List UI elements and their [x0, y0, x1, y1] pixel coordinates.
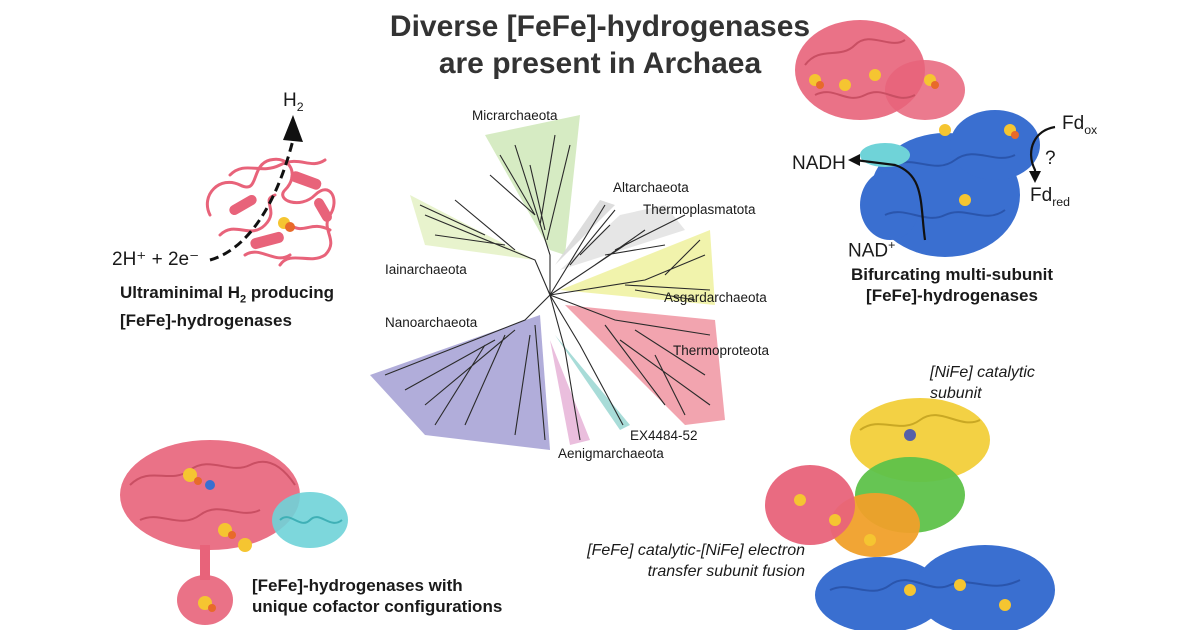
nad-base: NAD: [848, 240, 889, 262]
fd-ox-label: Fdox: [1062, 113, 1097, 137]
clade-label-iainarchaeota: Iainarchaeota: [385, 262, 467, 277]
clade-label-thermoproteota: Thermoproteota: [673, 343, 770, 358]
clade-wedge-micrarchaeota: [485, 115, 580, 255]
clade-label-aenigmarchaeota: Aenigmarchaeota: [558, 446, 664, 461]
fd-red-base: Fd: [1030, 185, 1053, 206]
clade-wedge-asgardarchaeota: [560, 230, 715, 305]
clade-label-nanoarchaeota: Nanoarchaeota: [385, 315, 478, 330]
ultraminimal-caption-line1: Ultraminimal H2 producing: [120, 282, 334, 310]
proton-electron-label: 2H⁺ + 2e⁻: [112, 249, 200, 270]
nad-plus-label: NAD+: [848, 238, 895, 262]
clade-wedge-thermoplasmatota: [560, 205, 685, 270]
caption-sub: 2: [239, 293, 247, 306]
nife-catalytic-label: [NiFe] catalytic subunit: [930, 362, 1035, 404]
title-line-1: Diverse [FeFe]-hydrogenases: [389, 10, 811, 43]
ultraminimal-caption-line2: [FeFe]-hydrogenases: [120, 311, 292, 331]
unique-cofactor-caption-line1: [FeFe]-hydrogenases with: [252, 576, 463, 595]
bifurcating-caption: Bifurcating multi-subunit [FeFe]-hydroge…: [832, 264, 1072, 306]
clade-wedge-thermoproteota: [565, 305, 725, 425]
figure-title: Diverse [FeFe]-hydrogenases are present …: [300, 8, 900, 82]
bifurcation-arrows: [848, 125, 1056, 241]
fd-ox-sub: ox: [1084, 122, 1098, 137]
nife-label-line2: subunit: [930, 385, 982, 402]
ultraminimal-caption: Ultraminimal H2 producing [FeFe]-hydroge…: [120, 282, 334, 331]
clade-wedge-ex4484: [555, 335, 630, 430]
clade-wedge-altarchaeota: [555, 200, 615, 265]
clade-label-thermoplasmatota: Thermoplasmatota: [643, 202, 756, 217]
unique-cofactor-caption-line2: unique cofactor configurations: [252, 597, 503, 616]
h2-subscript: 2: [296, 99, 304, 114]
caption-post: producing: [246, 283, 334, 302]
clade-wedge-nanoarchaeota: [370, 315, 550, 450]
clade-label-asgardarchaeota: Asgardarchaeota: [664, 290, 767, 305]
nadh-label: NADH: [792, 153, 846, 174]
bifurcating-caption-line1: Bifurcating multi-subunit: [850, 265, 1054, 284]
fusion-label-line2: transfer subunit fusion: [647, 563, 805, 580]
h2-base: H: [283, 90, 297, 111]
unique-cofactor-hydrogenase-structure: [120, 440, 348, 625]
nife-fefe-fusion-structure: [765, 398, 1055, 630]
archaea-phylogenetic-tree: [370, 115, 725, 450]
bifurcating-caption-line2: [FeFe]-hydrogenases: [866, 286, 1038, 305]
fusion-label: [FeFe] catalytic-[NiFe] electron transfe…: [520, 540, 805, 582]
fd-ox-base: Fd: [1062, 113, 1085, 134]
clade-label-altarchaeota: Altarchaeota: [613, 180, 689, 195]
fd-red-label: Fdred: [1030, 185, 1070, 209]
caption-pre: Ultraminimal H: [120, 283, 240, 302]
question-mark: ?: [1045, 148, 1056, 169]
bifurcating-hydrogenase-structure: [795, 20, 1040, 257]
clade-wedge-iainarchaeota: [410, 195, 535, 260]
unique-cofactor-caption: [FeFe]-hydrogenases with unique cofactor…: [252, 575, 502, 617]
clade-label-ex4484-52: EX4484-52: [630, 428, 698, 443]
ultraminimal-hydrogenase-structure: [205, 157, 336, 267]
reaction-arrow: [209, 115, 303, 262]
nad-sup: +: [888, 238, 896, 252]
fusion-label-line1: [FeFe] catalytic-[NiFe] electron: [587, 542, 805, 559]
nife-label-line1: [NiFe] catalytic: [930, 364, 1035, 381]
fd-red-sub: red: [1052, 194, 1071, 209]
clade-wedge-aenigmarchaeota: [550, 340, 590, 445]
h2-product-label: H2: [283, 90, 304, 114]
title-line-2: are present in Archaea: [438, 47, 762, 80]
clade-label-micrarchaeota: Micrarchaeota: [472, 108, 558, 123]
